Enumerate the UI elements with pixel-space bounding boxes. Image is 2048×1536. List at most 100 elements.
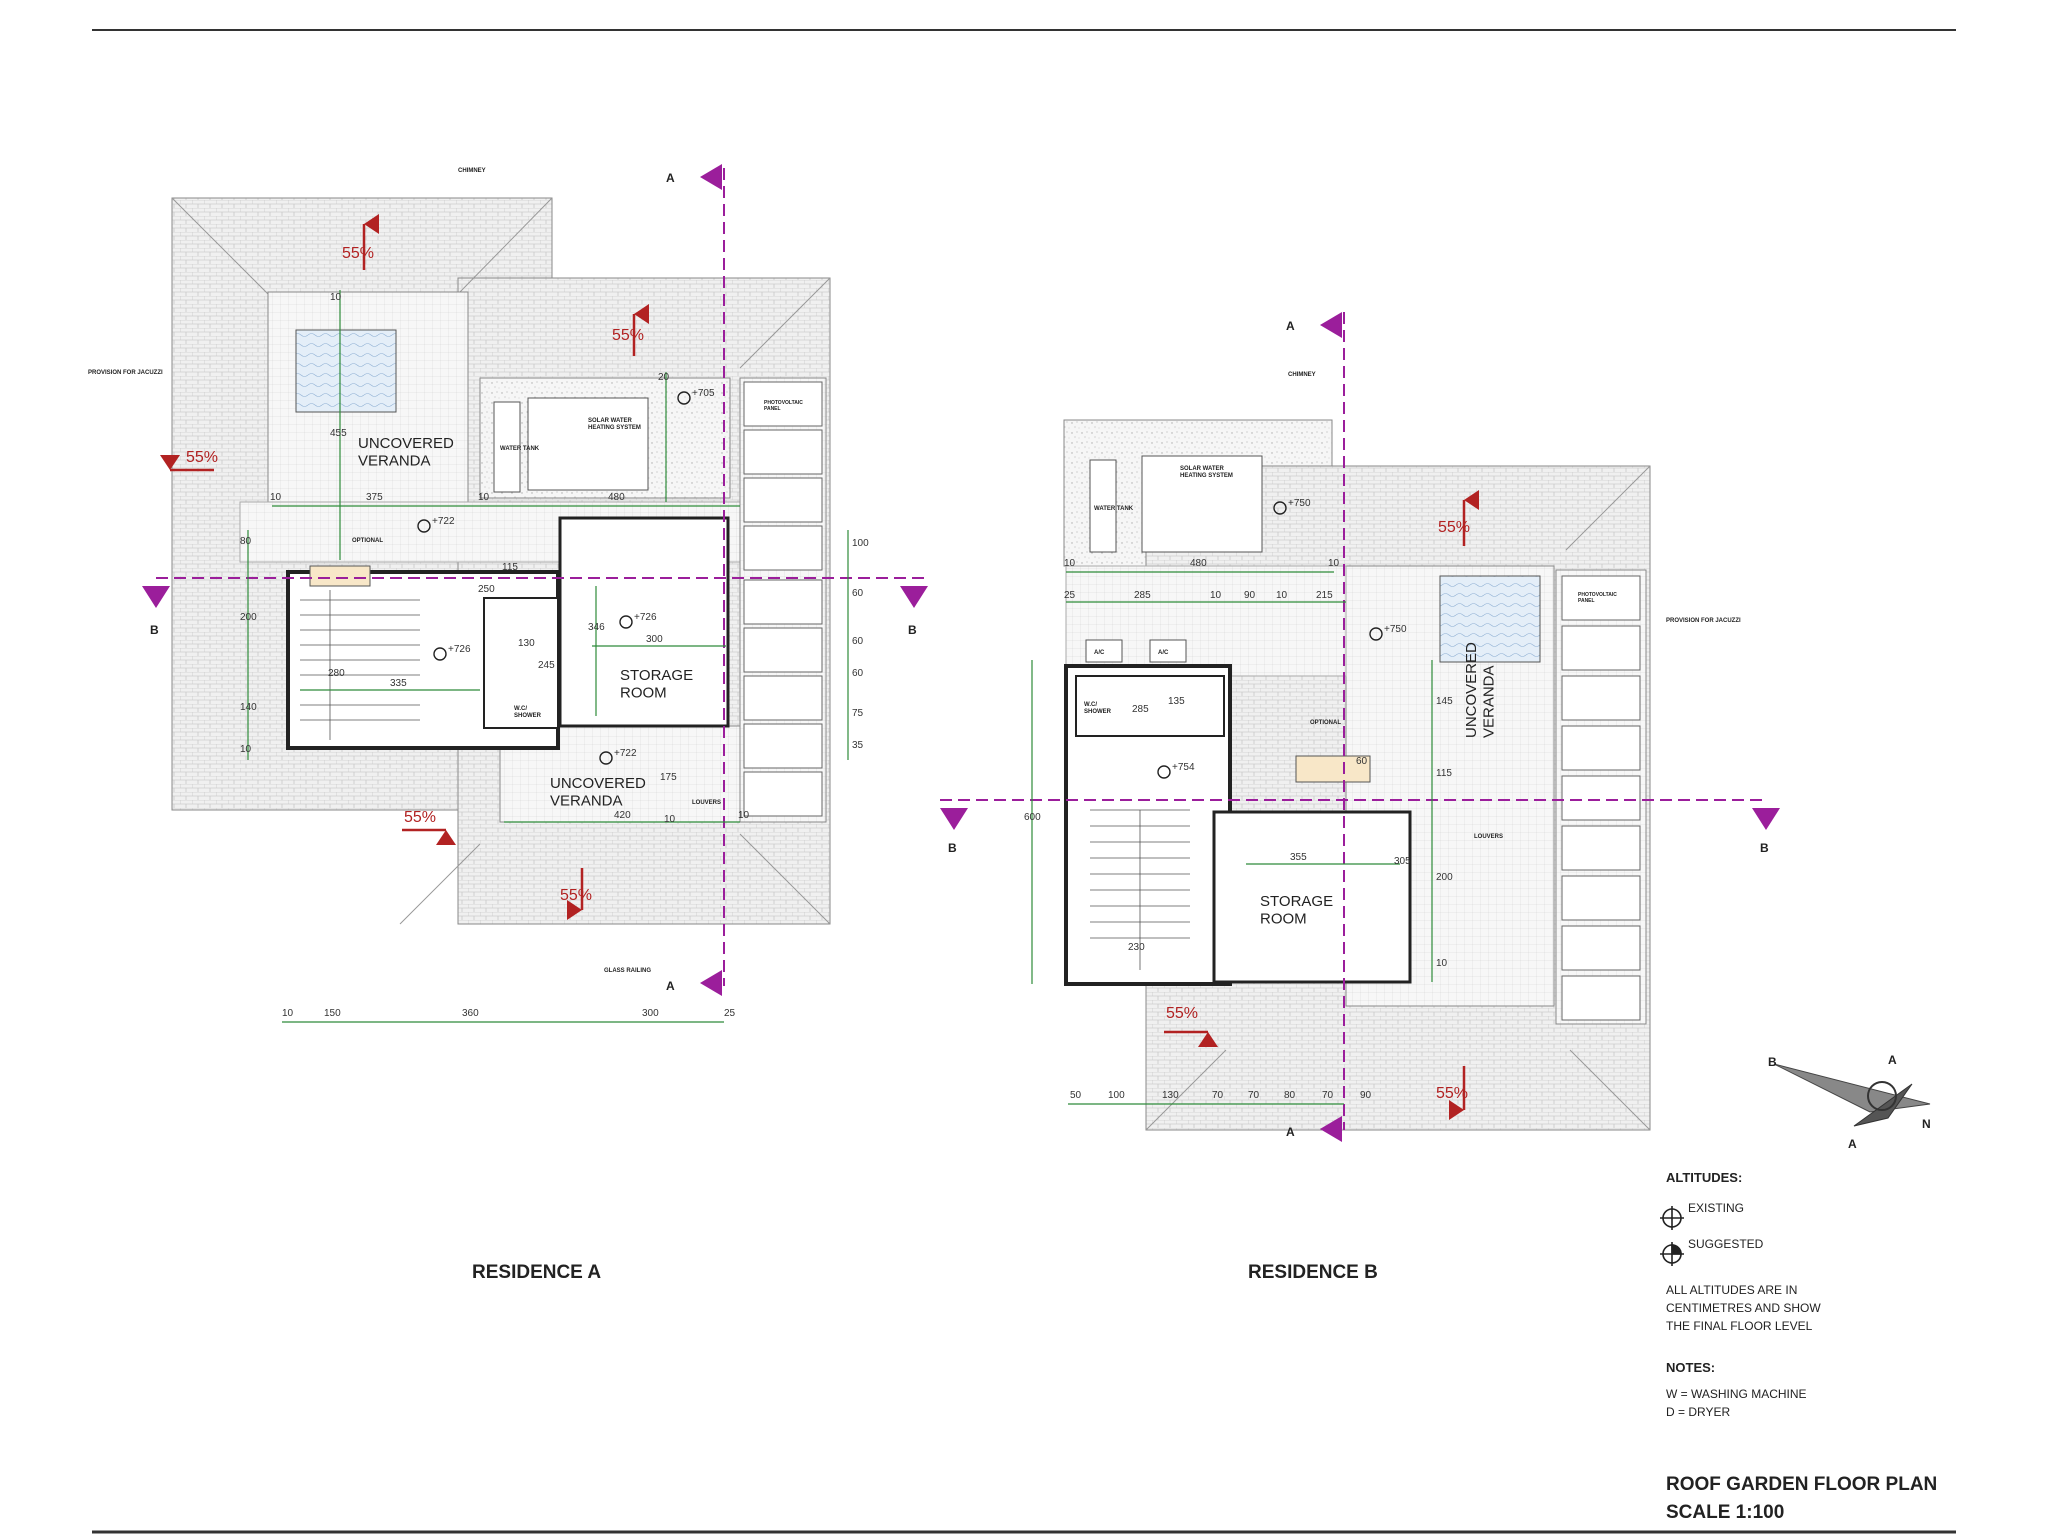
b-dim-v-1: 600 [1024, 812, 1041, 823]
a-section-marker-bottom [700, 970, 722, 996]
a-dim-v-15: 100 [852, 538, 869, 549]
a-level-4: +726 [634, 612, 657, 623]
a-section-b-right: B [908, 623, 917, 637]
b-dim-v-5: 115 [1436, 768, 1452, 779]
a-slope-arrows [160, 214, 649, 920]
legend-notes-title: NOTES: [1666, 1360, 1715, 1375]
b-level-2: +750 [1384, 624, 1407, 635]
legend-note-2: D = DRYER [1666, 1405, 1730, 1419]
b-dim-h-7: 90 [1244, 590, 1256, 601]
b-section-a-top: A [1286, 319, 1295, 333]
b-dim-v-2: 135 [1168, 696, 1185, 707]
legend-altitudes-note-3: THE FINAL FLOOR LEVEL [1666, 1319, 1813, 1333]
a-level-3: +726 [448, 644, 471, 655]
a-dim-v-3: 80 [240, 536, 252, 547]
a-dim-b-3: 360 [462, 1008, 479, 1019]
b-slope-2: 55% [1166, 1005, 1198, 1022]
legend-altitudes-title: ALTITUDES: [1666, 1170, 1742, 1185]
b-dim-h-8: 10 [1276, 590, 1288, 601]
b-veranda-label: UNCOVEREDVERANDA [1463, 642, 1497, 738]
a-dim-v-1: 10 [330, 292, 342, 303]
legend-altitudes-note-1: ALL ALTITUDES ARE IN [1666, 1283, 1797, 1297]
a-solar [527, 397, 649, 491]
a-dim-v-16: 60 [852, 588, 864, 599]
a-dim-b-1: 10 [282, 1008, 294, 1019]
a-dim-v-11: 346 [588, 622, 605, 633]
b-section-b-right: B [1760, 841, 1769, 855]
b-section-b-left: B [948, 841, 957, 855]
b-wc [1075, 675, 1225, 737]
a-storage-room [558, 516, 730, 728]
a-dim-v-18: 60 [852, 668, 864, 679]
b-hip-lines [1145, 465, 1651, 1131]
b-dim-h-9: 215 [1316, 590, 1333, 601]
b-level-markers [1157, 501, 1383, 779]
a-dim-v-4: 200 [240, 612, 257, 623]
b-dim-h-4: 25 [1064, 590, 1076, 601]
b-section-marker-bottom [1320, 1116, 1342, 1142]
a-dim-v-5: 140 [240, 702, 257, 713]
b-ac-label-2: A/C [1158, 650, 1169, 656]
b-dim-b-8: 90 [1360, 1090, 1372, 1101]
a-slope-2: 55% [612, 327, 644, 344]
a-slope-3: 55% [186, 449, 218, 466]
a-dim-h-8: 420 [614, 810, 631, 821]
b-chimney-label: CHIMNEY [1288, 372, 1316, 378]
north-letter-n: N [1922, 1117, 1931, 1131]
a-louvers-label: LOUVERS [692, 800, 721, 806]
b-water-tank-label: WATER TANK [1094, 506, 1134, 512]
a-dim-b-4: 300 [642, 1008, 659, 1019]
a-dim-h-6: 335 [390, 678, 407, 689]
a-water-tank-label: WATER TANK [500, 446, 540, 452]
b-wc-label: W.C/SHOWER [1084, 702, 1112, 715]
b-dim-v-8: 10 [1436, 958, 1448, 969]
b-dim-b-2: 100 [1108, 1090, 1125, 1101]
a-jacuzzi [295, 329, 397, 413]
b-slope-1: 55% [1438, 519, 1470, 536]
a-dim-h-1: 10 [270, 492, 282, 503]
a-water-tank [493, 401, 521, 493]
b-optional-label: OPTIONAL [1310, 720, 1341, 726]
a-section-a-bottom: A [666, 979, 675, 993]
north-arrow: B A A N [1768, 1053, 1931, 1151]
a-hip-lines [171, 197, 831, 925]
a-section-b-left: B [150, 623, 159, 637]
a-dimension-lines [247, 290, 849, 1023]
b-dim-v-7: 305 [1394, 856, 1411, 867]
legend-altitudes-note-2: CENTIMETRES AND SHOW [1666, 1301, 1821, 1315]
b-dim-v-6: 200 [1436, 872, 1453, 883]
b-dim-v-4: 145 [1436, 696, 1453, 707]
a-dim-v-17: 60 [852, 636, 864, 647]
a-dim-v-12: 280 [328, 668, 345, 679]
b-optional-counter [1295, 755, 1371, 783]
legend: ALTITUDES: EXISTING SUGGESTED ALL ALTITU… [1660, 1170, 1937, 1523]
b-water-tank [1089, 459, 1117, 553]
a-level-2: +705 [692, 388, 715, 399]
a-wc [483, 597, 559, 729]
a-section-marker-right [900, 586, 928, 608]
b-dim-h-6: 10 [1210, 590, 1222, 601]
a-section-a-top: A [666, 171, 675, 185]
b-section-marker-left [940, 808, 968, 830]
residence-b-plan: CHIMNEY PROVISION FOR JACUZZI UNCOVEREDV… [940, 312, 1780, 1283]
a-slope-4: 55% [404, 809, 436, 826]
b-pv-column [1555, 569, 1647, 1025]
a-pv-column [739, 377, 827, 823]
a-dim-h-7: 300 [646, 634, 663, 645]
b-dim-b-6: 80 [1284, 1090, 1296, 1101]
b-dim-h-2: 480 [1190, 558, 1207, 569]
b-section-marker-right [1752, 808, 1780, 830]
a-section-marker-left [142, 586, 170, 608]
b-stairs [1090, 809, 1190, 970]
north-arrow-ring [1867, 1081, 1897, 1111]
a-dim-v-10: 130 [518, 638, 535, 649]
a-dim-h-5: 250 [478, 584, 495, 595]
sheet-scale: SCALE 1:100 [1666, 1502, 1784, 1523]
